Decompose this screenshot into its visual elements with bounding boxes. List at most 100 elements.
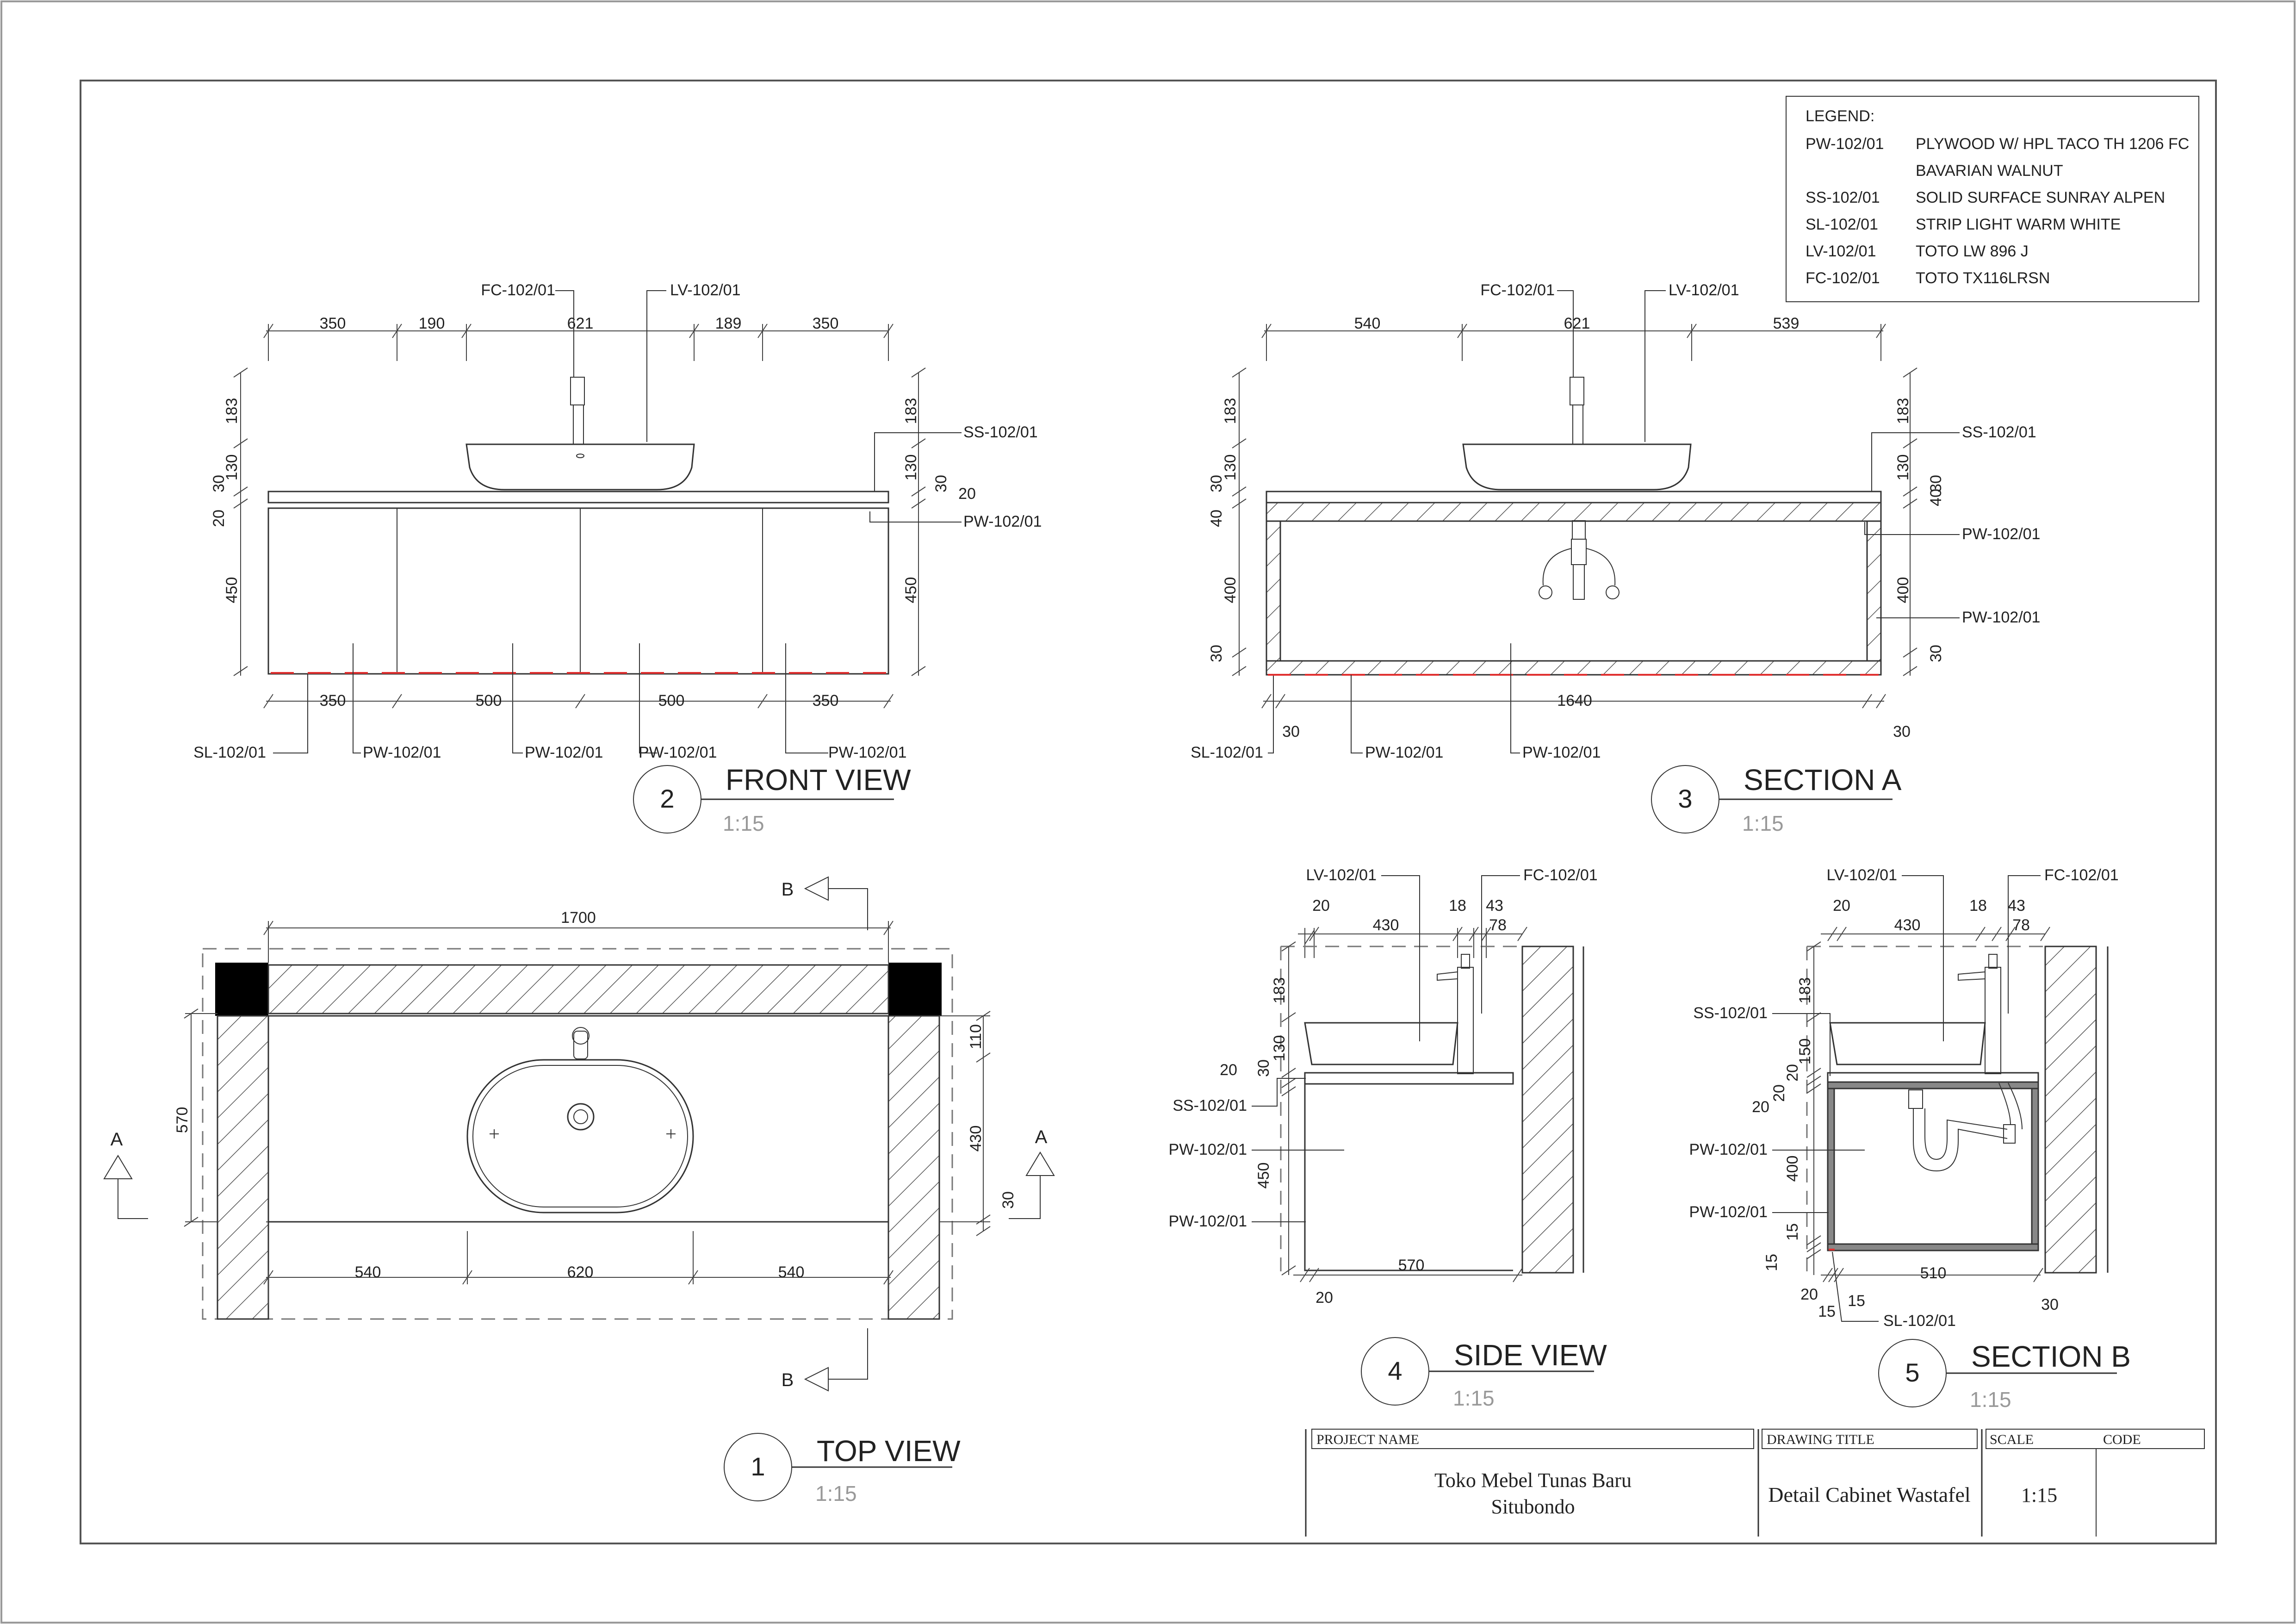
dim-label: 110 bbox=[967, 1024, 985, 1049]
tag-pw: PW-102/01 bbox=[828, 744, 906, 761]
dim-label: 20 bbox=[1316, 1289, 1333, 1307]
dim-label: 130 bbox=[902, 454, 920, 481]
dim-label: 183 bbox=[1271, 977, 1288, 1004]
dim-label: 189 bbox=[715, 315, 742, 332]
title-block: PROJECT NAME Toko Mebel Tunas Baru Situb… bbox=[1305, 1429, 2205, 1537]
faucet bbox=[1570, 377, 1584, 445]
tag-fc: FC-102/01 bbox=[1480, 281, 1555, 299]
dim-label: 30 bbox=[1255, 1059, 1272, 1077]
tag-ss: SS-102/01 bbox=[1962, 423, 2036, 441]
solid-surface-top bbox=[1266, 491, 1882, 504]
dim-label: 30 bbox=[1927, 645, 1945, 662]
view-number: 3 bbox=[1678, 784, 1692, 813]
dim-label: 20 bbox=[210, 510, 228, 527]
tag-fc: FC-102/01 bbox=[2044, 866, 2119, 884]
wash-basin-side bbox=[1829, 1022, 1986, 1065]
legend-code: LV-102/01 bbox=[1806, 243, 1876, 260]
section-mark-a-right: A bbox=[1009, 1127, 1055, 1219]
dim-label: 40 bbox=[1927, 489, 1945, 506]
view-number: 4 bbox=[1388, 1356, 1402, 1385]
legend: LEGEND: PW-102/01 PLYWOOD W/ HPL TACO TH… bbox=[1786, 96, 2199, 302]
dim-label: 130 bbox=[1271, 1035, 1288, 1062]
dim-label: 40 bbox=[1208, 510, 1225, 527]
dim-label: 20 bbox=[958, 485, 976, 503]
dim-label: 400 bbox=[1222, 577, 1239, 604]
svg-text:A: A bbox=[1035, 1127, 1048, 1147]
tag-ss: SS-102/01 bbox=[1693, 1004, 1768, 1022]
section-mark-b-bottom: B bbox=[782, 1328, 868, 1392]
dim-label: 621 bbox=[567, 315, 594, 332]
tag-pw: PW-102/01 bbox=[525, 744, 603, 761]
dim-label: 20 bbox=[1752, 1098, 1769, 1116]
view-title: SECTION A bbox=[1744, 763, 1902, 796]
dim-label: 540 bbox=[355, 1263, 381, 1281]
faucet-side bbox=[1958, 954, 2001, 1074]
dim-label: 30 bbox=[1927, 475, 1945, 492]
dim-label: 130 bbox=[1894, 454, 1912, 481]
dim-label: 15 bbox=[1763, 1254, 1781, 1271]
tag-pw: PW-102/01 bbox=[1962, 609, 2040, 626]
dim-label: 430 bbox=[1894, 916, 1921, 934]
dim-label: 430 bbox=[1373, 916, 1399, 934]
dim-label: 78 bbox=[2012, 916, 2030, 934]
legend-desc: SOLID SURFACE SUNRAY ALPEN bbox=[1916, 189, 2165, 206]
dim-label: 1640 bbox=[1557, 692, 1592, 709]
svg-text:A: A bbox=[111, 1129, 123, 1150]
tag-pw: PW-102/01 bbox=[1522, 744, 1601, 761]
dim-label: 350 bbox=[320, 315, 346, 332]
dim-label: 183 bbox=[902, 398, 920, 424]
dim-label: 130 bbox=[223, 454, 241, 481]
dim-label: 30 bbox=[999, 1191, 1017, 1209]
solid-surface-top bbox=[1304, 1072, 1514, 1085]
top-view: 1700 570 110 430 30 540 620 540 bbox=[103, 876, 1055, 1506]
back-wall bbox=[267, 964, 889, 1014]
wash-basin-plan bbox=[466, 1027, 694, 1213]
drawing-title: Detail Cabinet Wastafel bbox=[1768, 1483, 1970, 1506]
tag-pw: PW-102/01 bbox=[1962, 525, 2040, 543]
dim-label: 540 bbox=[778, 1263, 805, 1281]
section-mark-b-top: B bbox=[782, 876, 868, 930]
dim-label: 350 bbox=[813, 692, 839, 709]
cabinet-front bbox=[267, 507, 889, 675]
tag-pw: PW-102/01 bbox=[1169, 1213, 1247, 1230]
view-title: FRONT VIEW bbox=[726, 763, 911, 796]
dim-label: 450 bbox=[1255, 1163, 1272, 1189]
legend-desc: TOTO TX116LRSN bbox=[1916, 269, 2050, 287]
dim-label: 78 bbox=[1489, 916, 1507, 934]
section-mark-a-left: A bbox=[103, 1129, 148, 1219]
tag-pw: PW-102/01 bbox=[1689, 1203, 1768, 1221]
dim-label: 500 bbox=[476, 692, 502, 709]
tag-pw: PW-102/01 bbox=[363, 744, 441, 761]
legend-desc: STRIP LIGHT WARM WHITE bbox=[1916, 216, 2121, 233]
legend-desc: TOTO LW 896 J bbox=[1916, 243, 2029, 260]
dim-label: 540 bbox=[1354, 315, 1381, 332]
tag-ss: SS-102/01 bbox=[963, 423, 1038, 441]
front-view: 350 190 621 189 350 183 130 30 20 450 18… bbox=[193, 281, 1042, 835]
faucet-side bbox=[1437, 954, 1474, 1074]
dim-label: 183 bbox=[1894, 398, 1912, 424]
section-b-view: 20 430 18 43 78 bbox=[1689, 866, 2131, 1412]
dim-label: 570 bbox=[174, 1107, 191, 1133]
dim-label: 18 bbox=[1449, 897, 1466, 915]
legend-box bbox=[1786, 96, 2199, 302]
dim-label: 20 bbox=[1784, 1064, 1801, 1082]
dim-label: 510 bbox=[1920, 1264, 1947, 1282]
view-number: 2 bbox=[660, 784, 674, 813]
tag-pw: PW-102/01 bbox=[1169, 1141, 1247, 1158]
wash-basin-side bbox=[1304, 1022, 1458, 1065]
tag-lv: LV-102/01 bbox=[1306, 866, 1377, 884]
cabinet-carcass bbox=[1827, 1072, 2039, 1251]
view-title: TOP VIEW bbox=[817, 1434, 961, 1468]
tag-ss: SS-102/01 bbox=[1173, 1097, 1247, 1114]
view-scale: 1:15 bbox=[815, 1481, 857, 1506]
tag-lv: LV-102/01 bbox=[670, 281, 741, 299]
svg-text:B: B bbox=[782, 1370, 794, 1390]
legend-title: LEGEND: bbox=[1806, 107, 1874, 125]
view-scale: 1:15 bbox=[1742, 811, 1784, 835]
project-name-label: PROJECT NAME bbox=[1316, 1432, 1419, 1447]
dim-label: 539 bbox=[1773, 315, 1800, 332]
dim-label: 183 bbox=[1796, 977, 1814, 1004]
dim-label: 130 bbox=[1222, 454, 1239, 481]
